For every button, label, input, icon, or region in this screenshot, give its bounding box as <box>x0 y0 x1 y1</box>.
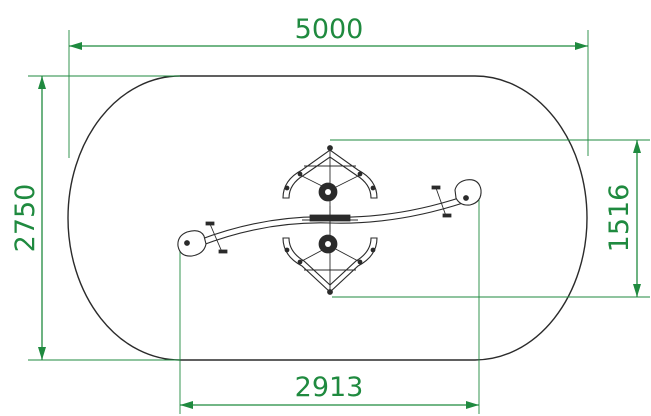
left-handle <box>205 221 228 254</box>
left-seat <box>177 230 207 257</box>
overall-width-label: 2750 <box>10 184 41 253</box>
lower-hub <box>318 234 338 254</box>
seesaw-equipment <box>177 145 482 295</box>
upper-frame <box>282 145 378 216</box>
right-seat <box>454 179 482 206</box>
dimension-equipment-length: 2913 <box>179 196 480 414</box>
safety-zone-outline <box>67 75 588 361</box>
overall-length-label: 5000 <box>295 14 364 45</box>
dimension-overall-width: 2750 <box>10 75 180 361</box>
right-handle <box>431 185 452 218</box>
dimension-overall-length: 5000 <box>68 14 589 158</box>
dimension-equipment-width: 1516 <box>330 139 650 298</box>
equipment-width-label: 1516 <box>604 184 635 253</box>
lower-frame <box>282 222 378 295</box>
equipment-length-label: 2913 <box>295 372 364 403</box>
upper-hub <box>318 182 338 202</box>
